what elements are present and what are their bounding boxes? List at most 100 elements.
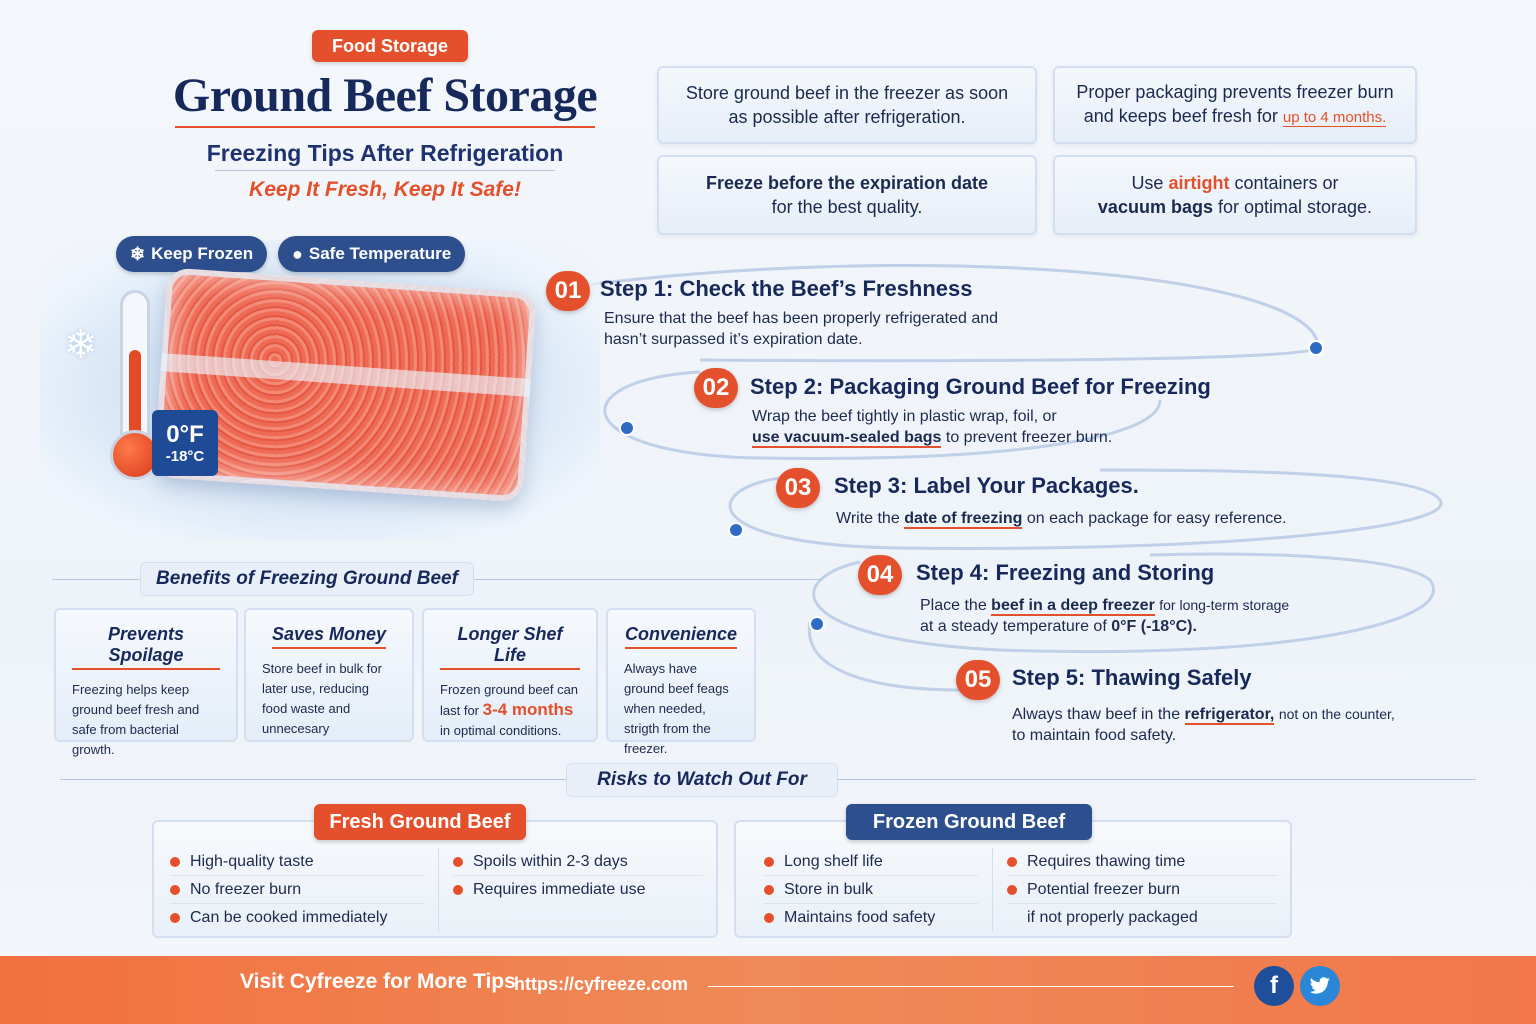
twitter-icon[interactable] (1300, 966, 1340, 1006)
list-item: Maintains food safety (764, 904, 978, 932)
step-1-description: Ensure that the beef has been properly r… (604, 308, 998, 350)
info-card-highlight: up to 4 months. (1282, 109, 1387, 127)
benefit-text: Always have ground beef feags when neede… (624, 661, 729, 756)
info-card-text: Use airtight containers or vacuum bags f… (1098, 171, 1372, 219)
food-storage-tag: Food Storage (312, 30, 468, 62)
benefit-title: Prevents Spoilage (72, 624, 220, 670)
subtitle-underline (215, 170, 555, 171)
step-3-pre: Write the (836, 510, 900, 527)
temperature-badge: 0°F -18°C (152, 410, 218, 476)
step-1-title: Step 1: Check the Beef’s Freshness (600, 276, 973, 301)
step-2-line1: Wrap the beef tightly in plastic wrap, f… (752, 408, 1057, 425)
keep-frozen-chip: ❄ Keep Frozen (116, 236, 268, 272)
step-1-number: 01 (546, 271, 590, 311)
footer-text: Visit Cyfreeze for More Tips (240, 970, 516, 993)
info-card-text-line1: Freeze before the expiration date (705, 173, 989, 193)
step-2-title: Step 2: Packaging Ground Beef for Freezi… (750, 374, 1211, 399)
info-card-expiration: Freeze before the expiration date for th… (657, 155, 1037, 235)
step-1-line2: hasn’t surpassed it’s expiration date. (604, 331, 863, 348)
step-3-post: on each package for easy reference. (1026, 510, 1287, 527)
list-item: Potential freezer burn (1007, 876, 1277, 904)
benefit-title: Saves Money (271, 624, 387, 649)
list-item: Spoils within 2-3 days (453, 848, 703, 876)
frozen-beef-cons: Requires thawing time Potential freezer … (1007, 848, 1277, 932)
info-card-text-mid: containers or (1234, 173, 1339, 193)
benefit-card-convenience: Convenience Always have ground beef feag… (606, 608, 756, 756)
fresh-beef-cons: Spoils within 2-3 days Requires immediat… (453, 848, 703, 932)
benefit-text: Frozen ground beef can last for 3-4 mont… (440, 680, 580, 741)
step-4-line2: at a steady temperature of 0°F (-18°C). (920, 616, 1289, 637)
list-item: Store in bulk (764, 876, 978, 904)
list-item: Long shelf life (764, 848, 978, 876)
list-item: No freezer burn (170, 876, 424, 904)
step-5-line1-pre: Always thaw beef in the (1012, 706, 1181, 723)
step-3-highlight: date of freezing (904, 510, 1023, 529)
info-card-text-pre: Proper packaging prevents freezer burn a… (1076, 82, 1394, 126)
benefit-card-shelf-life: Longer Shef Life Frozen ground beef can … (422, 608, 598, 742)
benefit-text: Freezing helps keep ground beef fresh an… (72, 682, 200, 757)
step-4-description: Place the beef in a deep freezer for lon… (920, 595, 1289, 637)
step-3-description: Write the date of freezing on each packa… (836, 508, 1287, 529)
benefit-card-money: Saves Money Store beef in bulk for later… (244, 608, 414, 742)
list-item: if not properly packaged (1027, 909, 1198, 926)
step-4-title: Step 4: Freezing and Storing (916, 560, 1215, 585)
step-4-number: 04 (858, 555, 902, 595)
benefit-card-spoilage: Prevents Spoilage Freezing helps keep gr… (54, 608, 238, 757)
step-1-line1: Ensure that the beef has been properly r… (604, 310, 999, 327)
safe-temperature-label: Safe Temperature (308, 244, 452, 263)
step-4-line1: Place the beef in a deep freezer for lon… (920, 595, 1289, 616)
column-divider (992, 848, 993, 932)
tagline: Keep It Fresh, Keep It Safe! (249, 178, 521, 201)
info-card-highlight: airtight (1168, 173, 1230, 193)
step-5-title: Step 5: Thawing Safely (1012, 665, 1252, 690)
list-item: Requires immediate use (453, 876, 703, 904)
list-item: Can be cooked immediately (170, 904, 424, 932)
page-subtitle: Freezing Tips After Refrigeration (206, 140, 564, 166)
step-5-line2: to maintain food safety. (1012, 727, 1177, 744)
step-5-number: 05 (956, 660, 1000, 700)
fresh-beef-panel: High-quality taste No freezer burn Can b… (152, 820, 718, 938)
footer-link[interactable]: https://cyfreeze.com (514, 974, 689, 994)
info-card-packaging: Proper packaging prevents freezer burn a… (1053, 66, 1417, 144)
fresh-beef-pros: High-quality taste No freezer burn Can b… (170, 848, 424, 932)
benefit-text: Store beef in bulk for later use, reduci… (262, 661, 382, 736)
step-2-description: Wrap the beef tightly in plastic wrap, f… (752, 406, 1112, 448)
list-item: Requires thawing time (1007, 848, 1277, 876)
step-3-title: Step 3: Label Your Packages. (834, 473, 1139, 498)
step-4-line1-post: for long-term storage (1159, 597, 1290, 613)
thermometer-icon (104, 290, 166, 490)
risks-heading: Risks to Watch Out For (566, 763, 838, 797)
footer-divider (708, 986, 1234, 987)
keep-frozen-label: Keep Frozen (151, 244, 254, 263)
facebook-icon[interactable]: f (1254, 966, 1294, 1006)
snowflake-icon: ❄ (64, 323, 98, 367)
step-4-line1-pre: Place the (920, 597, 987, 614)
step-5-highlight: refrigerator, (1184, 706, 1275, 725)
info-card-text: Proper packaging prevents freezer burn a… (1075, 80, 1395, 130)
info-card-freeze-soon: Store ground beef in the freezer as soon… (657, 66, 1037, 144)
info-card-text: Store ground beef in the freezer as soon… (685, 83, 1009, 127)
step-2-line2: use vacuum-sealed bags to prevent freeze… (752, 427, 1112, 448)
frozen-beef-label: Frozen Ground Beef (846, 804, 1092, 840)
step-2-highlight: use vacuum-sealed bags (752, 429, 942, 448)
step-5-description: Always thaw beef in the refrigerator, no… (1012, 704, 1395, 746)
info-card-bold: vacuum bags (1097, 197, 1213, 217)
temperature-fahrenheit: 0°F (166, 420, 204, 448)
step-2-number: 02 (694, 368, 738, 408)
benefit-text-pre: Frozen ground beef can last for (440, 682, 579, 718)
temperature-celsius: -18°C (165, 447, 205, 465)
info-card-text-post: for optimal storage. (1217, 197, 1373, 217)
list-item: High-quality taste (170, 848, 424, 876)
title-underline (175, 126, 595, 128)
benefit-highlight: 3-4 months (482, 700, 574, 719)
frozen-beef-pros: Long shelf life Store in bulk Maintains … (764, 848, 978, 932)
step-5-line1-post: not on the counter, (1278, 706, 1395, 722)
snowflake-icon: ❄ (130, 243, 146, 264)
info-card-text-line2: for the best quality. (771, 197, 923, 217)
benefit-text-post: in optimal conditions. (440, 723, 562, 738)
apple-icon: ● (292, 243, 303, 264)
benefit-title: Longer Shef Life (440, 624, 580, 670)
step-5-line1: Always thaw beef in the refrigerator, no… (1012, 704, 1395, 725)
step-2-line2-post: to prevent freezer burn. (945, 429, 1113, 446)
step-4-highlight: beef in a deep freezer (991, 597, 1155, 616)
